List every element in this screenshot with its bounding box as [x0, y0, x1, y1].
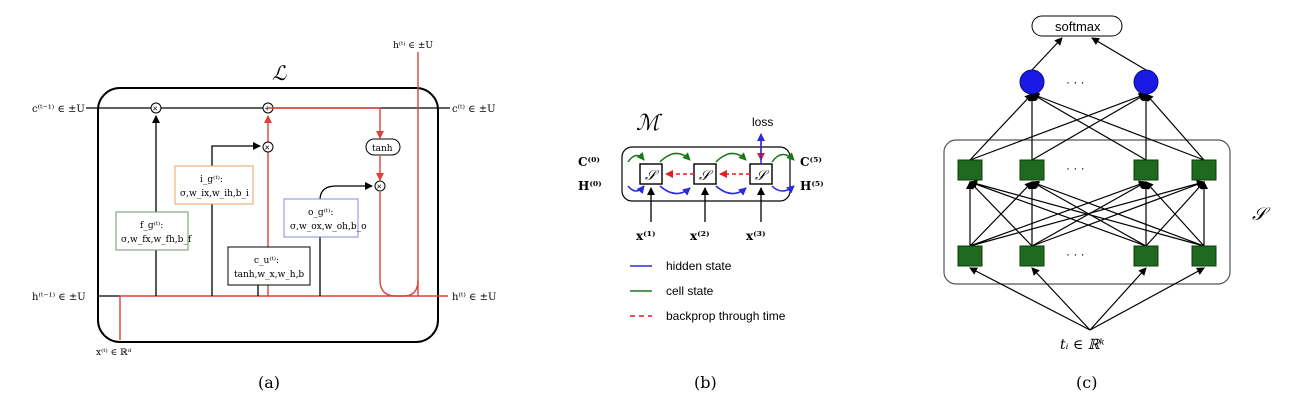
- cell-state-out: [771, 152, 795, 163]
- candidate-line1: c_u⁽ᵗ⁾:: [254, 255, 279, 266]
- forget-gate-box: [115, 211, 189, 251]
- s-block-label: 𝒮: [1252, 204, 1271, 225]
- input-label: tᵢ ∈ ℝᵏ: [1060, 337, 1104, 353]
- input-gate-line1: i_g⁽ᵗ⁾:: [200, 174, 223, 185]
- input-gate-line2: σ,w_ix,w_ih,b_i: [180, 189, 249, 199]
- softmax-box: [1031, 15, 1123, 37]
- red-out-curve: [379, 192, 419, 297]
- red-to-tanh: [268, 107, 384, 139]
- edge-middle-3-to-top-0: [1031, 92, 1205, 161]
- panel-a: ℒ c⁽ᵗ⁻¹⁾ ∈ ±U c⁽ᵗ⁾ ∈ ±U × + h⁽ᵗ⁻¹⁾ ∈ ±U …: [32, 40, 496, 392]
- softmax-label: softmax: [1055, 19, 1101, 34]
- candidate-line2: tanh,w_x,w_h,b: [234, 270, 304, 280]
- cell-add-symbol: +: [265, 104, 270, 114]
- legend-backprop-label: backprop through time: [666, 309, 786, 323]
- hidden-node-middle-1: [1019, 159, 1045, 181]
- cell-state-12: [659, 152, 691, 163]
- output-multiply-op: [374, 180, 386, 192]
- h5-label: H⁽⁵⁾: [800, 179, 824, 193]
- hidden-node-bottom-1: [1019, 245, 1045, 267]
- c-next-label: c⁽ᵗ⁾ ∈ ±U: [452, 104, 496, 115]
- output-gate-line1: o_g⁽ᵗ⁾:: [308, 207, 333, 218]
- edge-bottom-3-to-middle-0: [969, 179, 1205, 247]
- input-multiply-symbol: ×: [265, 143, 270, 153]
- hidden-node-bottom-3: [1191, 245, 1217, 267]
- forget-multiply-symbol: ×: [153, 104, 158, 114]
- dots-bottom: · · ·: [1066, 247, 1085, 261]
- h-next-label: h⁽ᵗ⁾ ∈ ±U: [452, 292, 496, 303]
- red-hidden-path: [119, 52, 419, 340]
- candidate-box: [227, 246, 311, 286]
- h-top-label: h⁽ᵗ⁾ ∈ ±U: [393, 40, 433, 51]
- hidden-node-middle-0: [957, 159, 983, 181]
- cell-1: [639, 163, 663, 185]
- tanh-label: tanh: [372, 144, 393, 154]
- sequence-box: [621, 146, 791, 202]
- panel-a-title: ℒ: [272, 61, 287, 85]
- forget-gate-line1: f_g⁽ᵗ⁾:: [140, 220, 163, 231]
- h-prev-label: h⁽ᵗ⁻¹⁾ ∈ ±U: [32, 292, 86, 303]
- output-multiply-symbol: ×: [377, 182, 382, 192]
- edge-bottom-2-to-middle-0: [969, 180, 1147, 247]
- input-multiply-op: [262, 141, 274, 153]
- loss-label: loss: [752, 115, 773, 129]
- tanh-op: [365, 138, 401, 156]
- s-block-box: [943, 139, 1231, 285]
- edge-middle-0-to-top-1: [969, 92, 1147, 161]
- edge-middle-0-to-top-0: [969, 93, 1033, 161]
- panel-c: softmax 𝒮 · · · · · · · · · tᵢ ∈ ℝᵏ (c): [943, 15, 1271, 392]
- hidden-node-bottom-2: [1133, 245, 1159, 267]
- edge-top-0-to-softmax: [1031, 37, 1063, 71]
- edge-bottom-3-to-middle-2: [1145, 181, 1205, 247]
- input-gate-path: [211, 142, 261, 296]
- edge-input-to-bottom-2: [1089, 267, 1147, 331]
- legend-hidden-label: hidden state: [666, 259, 732, 273]
- caption-a: (a): [258, 373, 280, 392]
- x-input-label: x⁽ᵗ⁾ ∈ ℝᵈ: [96, 347, 132, 358]
- c0-label: C⁽⁰⁾: [578, 155, 600, 169]
- caption-b: (b): [694, 373, 717, 392]
- edge-middle-3-to-top-1: [1145, 93, 1205, 161]
- edge-input-to-bottom-3: [1089, 267, 1205, 331]
- output-gate-box: [283, 198, 359, 238]
- edge-bottom-3-to-middle-1: [1031, 180, 1205, 247]
- edge-middle-2-to-top-0: [1031, 93, 1147, 161]
- hidden-out: [771, 185, 795, 194]
- x2-label: x⁽²⁾: [690, 229, 710, 243]
- input-gate-box: [174, 165, 254, 205]
- legend-cell-label: cell state: [666, 284, 714, 298]
- forget-multiply-op: [150, 102, 162, 114]
- hidden-12: [659, 185, 691, 196]
- hidden-23: [715, 185, 747, 196]
- caption-c: (c): [1076, 373, 1097, 392]
- cell-state-23: [715, 152, 747, 163]
- dots-middle: · · ·: [1066, 161, 1085, 175]
- panel-b-title: ℳ: [636, 111, 663, 136]
- cell-state-in: [627, 152, 645, 163]
- h0-label: H⁽⁰⁾: [578, 179, 602, 193]
- forget-gate-line2: σ,w_fx,w_fh,b_f: [121, 235, 192, 245]
- dots-top: · · ·: [1066, 75, 1085, 89]
- edge-input-to-bottom-0: [969, 267, 1091, 331]
- edge-bottom-1-to-middle-0: [969, 181, 1033, 247]
- c5-label: C⁽⁵⁾: [800, 155, 822, 169]
- hidden-node-bottom-0: [957, 245, 983, 267]
- output-node-0: [1019, 69, 1045, 95]
- network-nodes: [957, 69, 1217, 267]
- output-gate-line2: σ,w_ox,w_oh,b_o: [290, 222, 367, 232]
- hidden-node-middle-2: [1133, 159, 1159, 181]
- hidden-in: [627, 185, 645, 194]
- network-edges: [966, 37, 1208, 331]
- panel-b: ℳ loss 𝒮 𝒮 𝒮 C⁽⁰⁾ H⁽⁰⁾ C⁽⁵⁾ H⁽⁵⁾ x: [578, 111, 824, 392]
- edge-input-to-bottom-1: [1031, 267, 1091, 331]
- edge-top-1-to-softmax: [1091, 37, 1147, 71]
- x3-label: x⁽³⁾: [746, 229, 766, 243]
- lstm-cell-box: [97, 87, 439, 343]
- x1-label: x⁽¹⁾: [636, 229, 656, 243]
- output-node-1: [1133, 69, 1159, 95]
- c-prev-label: c⁽ᵗ⁻¹⁾ ∈ ±U: [32, 104, 85, 115]
- hidden-node-middle-3: [1191, 159, 1217, 181]
